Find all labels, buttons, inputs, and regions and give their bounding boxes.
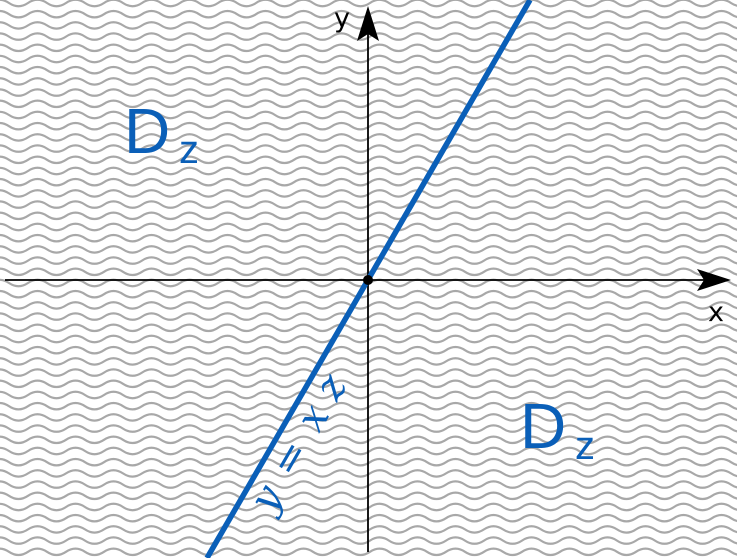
hatch-wave-line	[207, 289, 737, 299]
hatch-wave-line	[207, 301, 737, 310]
hatch-wave-line	[207, 491, 737, 501]
hatch-wave-line	[207, 435, 737, 445]
region-label-bottom-right: D z	[520, 390, 595, 468]
hatch-wave-line	[0, 222, 530, 232]
hatch-wave-line	[0, 110, 530, 120]
hatch-wave-line	[0, 166, 530, 176]
hatch-wave-line	[207, 390, 737, 400]
hatch-wave-line	[0, 43, 530, 53]
hatch-wave-line	[0, 144, 530, 153]
hatch-wave-line	[0, 88, 530, 97]
hatch-wave-line	[0, 54, 530, 64]
region-label-bottom-right-sub: z	[575, 424, 595, 468]
hatch-wave-line	[207, 357, 737, 366]
hatch-wave-line	[0, 245, 530, 254]
hatch-wave-line	[207, 457, 737, 467]
line-label-x: x	[288, 396, 339, 439]
y-axis-label: y	[334, 3, 350, 34]
region-label-bottom-right-main: D	[520, 390, 566, 462]
hatch-wave-line	[207, 469, 737, 478]
hatch-wave-line	[0, 189, 530, 198]
hatch-wave-line	[207, 267, 737, 277]
hatch-wave-line	[207, 513, 737, 523]
hatch-wave-line	[207, 368, 737, 377]
hatch-wave-line	[0, 211, 530, 221]
hatch-wave-line	[207, 536, 737, 545]
line-label-equals: =	[262, 432, 319, 484]
hatch-wave-line	[207, 424, 737, 433]
hatch-wave-line	[0, 233, 530, 243]
hatch-wave-line	[0, 99, 530, 109]
hatch-wave-line	[207, 502, 737, 512]
hatch-wave-line	[207, 480, 737, 489]
hatch-wave-line	[207, 547, 737, 557]
hatch-wave-line	[207, 379, 737, 389]
region-label-top-left: D z	[124, 95, 199, 172]
hatch-wave-line	[0, 65, 530, 75]
line-equation-label: y = x z	[240, 366, 357, 522]
hatch-wave-line	[207, 525, 737, 534]
hatch-wave-line	[0, 177, 530, 187]
hatch-wave-line	[0, 9, 530, 19]
hatch-wave-line	[0, 200, 530, 209]
hatch-wave-line	[207, 413, 737, 422]
hatch-wave-line	[207, 0, 737, 8]
hatch-wave-line	[0, 155, 530, 165]
hatch-wave-line	[207, 446, 737, 456]
x-axis-label: x	[708, 297, 724, 328]
hatch-wave-line	[0, 133, 530, 142]
region-label-top-left-sub: z	[179, 128, 199, 172]
hatch-wave-line	[0, 21, 530, 30]
hatch-wave-line	[207, 334, 737, 344]
x-axis-arrowhead	[697, 269, 731, 291]
hatch-wave-line	[0, 32, 530, 41]
hatch-wave-line	[207, 401, 737, 411]
hatch-wave-line	[207, 345, 737, 355]
hatch-wave-line	[0, 0, 530, 8]
origin-point	[363, 275, 373, 285]
hatch-wave-line	[0, 121, 530, 131]
region-label-top-left-main: D	[124, 95, 170, 167]
hatch-wave-line	[207, 323, 737, 333]
hatch-wave-line	[0, 77, 530, 86]
y-axis-arrowhead	[357, 6, 379, 41]
hatch-wave-line	[207, 312, 737, 321]
